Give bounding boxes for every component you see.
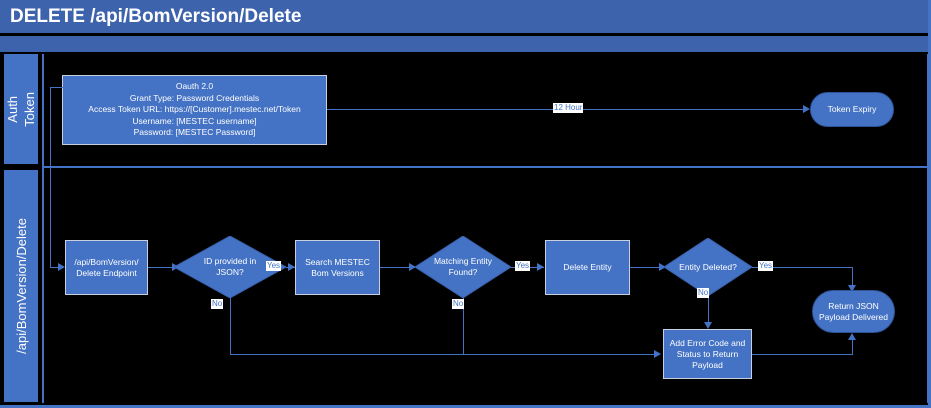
- diamond-shape-id-provided: [174, 236, 286, 298]
- add-error-line1: Add Error Code and: [669, 337, 746, 348]
- diamond-shape-entity-deleted: [664, 238, 752, 296]
- lane-label-api-text: /api/BomVersion/Delete: [13, 218, 29, 354]
- auth-config-line2: Grant Type: Password Credentials: [129, 92, 260, 103]
- connector-auth-left-stub: [50, 87, 63, 88]
- arrowhead-delete-to-deleted: [659, 263, 666, 271]
- page-title: DELETE /api/BomVersion/Delete: [0, 0, 928, 33]
- node-add-error-code[interactable]: Add Error Code and Status to Return Payl…: [663, 329, 752, 379]
- connector-match-no-down: [463, 298, 464, 354]
- connector-auth-to-endpoint: [50, 267, 59, 268]
- node-endpoint[interactable]: /api/BomVersion/ Delete Endpoint: [65, 240, 148, 295]
- node-auth-token-config[interactable]: Oauth 2.0 Grant Type: Password Credentia…: [62, 75, 327, 145]
- arrowhead-error-to-return: [848, 333, 856, 340]
- entity-deleted-label: Entity Deleted?: [679, 261, 737, 272]
- matching-entity-line2: Found?: [448, 267, 478, 277]
- connector-deleted-yes-h: [752, 267, 852, 268]
- arrowhead-deleted-yes: [848, 285, 856, 292]
- connector-error-to-return-v: [852, 340, 853, 355]
- auth-config-line5: Password: [MESTEC Password]: [133, 127, 256, 138]
- edge-label-deleted-no: No: [697, 288, 710, 298]
- lane-label-auth-line2: Token: [22, 91, 37, 127]
- connector-endpoint-to-id: [148, 267, 173, 268]
- auth-config-line3: Access Token URL: https://[Customer].mes…: [88, 104, 301, 115]
- lane-left-rule-auth: [42, 54, 44, 167]
- search-bom-line1: Search MESTEC: [305, 256, 370, 267]
- delete-entity-label: Delete Entity: [563, 262, 612, 272]
- node-delete-entity[interactable]: Delete Entity: [545, 240, 630, 295]
- diamond-shape-matching-entity: [415, 236, 511, 298]
- node-search-bom-versions[interactable]: Search MESTEC Bom Versions: [295, 240, 380, 295]
- search-bom-line2: Bom Versions: [311, 267, 364, 278]
- arrowhead-auth-to-endpoint: [58, 263, 65, 271]
- node-id-provided-decision[interactable]: ID provided in JSON?: [174, 236, 286, 298]
- arrowhead-match-yes: [537, 263, 544, 271]
- header-accent-bar: [0, 36, 928, 52]
- id-provided-line1: ID provided in: [203, 256, 257, 266]
- connector-error-to-return-h: [752, 354, 853, 355]
- arrowhead-no-branch-to-error: [654, 350, 661, 358]
- lane-right-rule: [927, 54, 928, 403]
- connector-auth-down: [50, 87, 51, 267]
- lane-label-api-bomversion-delete: /api/BomVersion/Delete: [4, 170, 38, 402]
- edge-label-token-timeout: 12 Hour: [553, 103, 584, 113]
- id-provided-line2: JSON?: [216, 267, 244, 277]
- edge-label-id-no: No: [211, 299, 224, 309]
- arrowhead-id-yes: [288, 263, 295, 271]
- node-return-json-payload[interactable]: Return JSON Payload Delivered: [812, 290, 895, 333]
- arrowhead-auth-to-expiry: [803, 105, 810, 113]
- connector-deleted-yes-v: [852, 267, 853, 287]
- edge-label-deleted-yes: Yes: [758, 261, 774, 271]
- edge-label-match-no: No: [452, 299, 465, 309]
- add-error-line2: Status to Return: [676, 348, 739, 359]
- auth-config-line4: Username: [MESTEC username]: [132, 115, 257, 126]
- edge-label-id-yes: Yes: [266, 261, 282, 271]
- connector-id-no-down: [230, 298, 231, 354]
- token-expiry-label: Token Expiry: [827, 104, 877, 114]
- edge-label-match-yes: Yes: [515, 261, 531, 271]
- endpoint-line1: /api/BomVersion/: [74, 256, 139, 267]
- node-token-expiry[interactable]: Token Expiry: [810, 92, 894, 127]
- auth-config-line1: Oauth 2.0: [175, 81, 214, 92]
- connector-no-branch-rail: [230, 354, 655, 355]
- lane-label-auth-token: Auth Token: [4, 54, 38, 164]
- matching-entity-line1: Matching Entity: [433, 256, 493, 266]
- lane-divider: [42, 166, 928, 168]
- connector-search-to-match: [380, 267, 415, 268]
- return-json-line1: Return JSON: [828, 300, 879, 311]
- lane-left-rule-api: [42, 167, 44, 403]
- node-matching-entity-decision[interactable]: Matching Entity Found?: [415, 236, 511, 298]
- endpoint-line2: Delete Endpoint: [76, 267, 137, 278]
- connector-deleted-no-down: [708, 296, 709, 326]
- node-entity-deleted-decision[interactable]: Entity Deleted?: [664, 238, 752, 296]
- connector-delete-to-deleted: [630, 267, 665, 268]
- add-error-line3: Payload: [692, 359, 723, 370]
- return-json-line2: Payload Delivered: [819, 311, 888, 322]
- lane-label-auth-line1: Auth: [5, 95, 20, 123]
- arrowhead-search-to-match: [409, 263, 416, 271]
- arrowhead-deleted-no: [704, 322, 712, 329]
